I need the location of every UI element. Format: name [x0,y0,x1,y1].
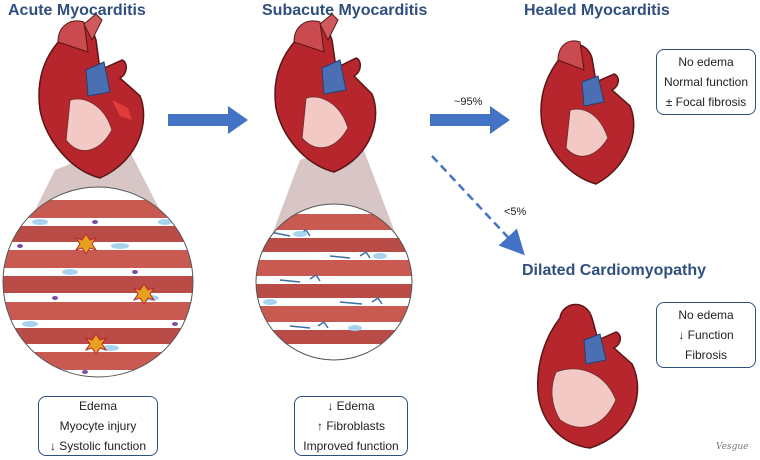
dilated-item-2: ↓ Function [678,328,734,342]
healed-percentage: ~95% [454,96,483,108]
subacute-findings-box: ↓ Edema ↑ Fibroblasts Improved function [294,396,408,456]
dilated-item-3: Fibrosis [684,348,727,362]
dilated-heart-icon [537,303,639,449]
subacute-item-1: ↓ Edema [327,399,375,413]
healed-item-2: Normal function [663,75,749,89]
healed-item-1: No edema [678,55,734,69]
subacute-tissue-magnification [256,204,412,360]
acute-item-3: ↓ Systolic function [49,439,147,453]
dilated-cardiomyopathy-title: Dilated Cardiomyopathy [522,262,707,279]
subacute-to-dilated-arrow [431,155,525,256]
artist-signature: Vesgue [716,442,749,452]
healed-heart-icon [540,40,635,185]
healed-myocarditis-title: Healed Myocarditis [524,2,670,19]
subacute-to-healed-arrow [430,106,510,134]
acute-findings-box: Edema Myocyte injury ↓ Systolic function [38,396,158,456]
dilated-item-1: No edema [678,308,734,322]
dilated-percentage: <5% [504,206,527,218]
subacute-myocarditis-title: Subacute Myocarditis [262,2,428,19]
acute-myocarditis-title: Acute Myocarditis [8,2,146,19]
dilated-findings-box: No edema ↓ Function Fibrosis [656,302,756,368]
subacute-item-2: ↑ Fibroblasts [316,419,386,433]
acute-tissue-magnification [3,187,193,377]
subacute-heart-icon [274,13,377,173]
acute-item-2: Myocyte injury [59,419,137,433]
healed-item-3: ± Focal fibrosis [665,95,747,109]
acute-to-subacute-arrow [168,106,248,134]
subacute-item-3: Improved function [303,439,399,453]
acute-heart-icon [38,13,145,179]
acute-item-1: Edema [78,399,118,413]
healed-findings-box: No edema Normal function ± Focal fibrosi… [656,49,756,115]
